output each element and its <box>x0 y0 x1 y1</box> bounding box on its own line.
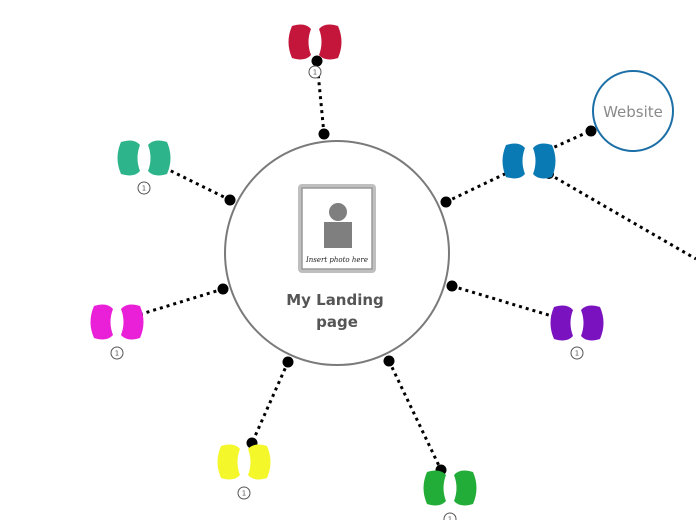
connector-red <box>315 61 326 135</box>
connection-dot[interactable] <box>446 280 458 292</box>
node-red[interactable] <box>288 24 342 60</box>
count-badge[interactable]: 1 <box>137 181 151 195</box>
connector-purple <box>451 284 556 319</box>
count-badge-label: 1 <box>242 490 246 498</box>
node-teal-right-wing[interactable] <box>148 140 171 176</box>
node-yellow-left-wing[interactable] <box>217 444 241 480</box>
connector-magenta <box>137 287 224 317</box>
count-badge-label: 1 <box>142 185 146 193</box>
node-yellow-right-wing[interactable] <box>248 444 271 480</box>
connection-dot[interactable] <box>217 283 229 295</box>
node-green-right-wing[interactable] <box>454 470 477 506</box>
connection-dots <box>133 55 597 476</box>
node-magenta[interactable] <box>90 304 144 340</box>
count-badges: 1 1 1 1 1 1 <box>110 65 584 520</box>
connector-green <box>387 360 443 471</box>
count-badge-label: 1 <box>575 350 579 358</box>
count-badge-label: 1 <box>448 516 452 520</box>
central-node[interactable]: Insert photo here My Landing page <box>224 140 450 366</box>
node-magenta-right-wing[interactable] <box>121 304 144 340</box>
node-green[interactable] <box>423 470 477 506</box>
node-green-left-wing[interactable] <box>423 470 447 506</box>
connector-teal <box>162 165 231 202</box>
node-purple[interactable] <box>550 305 604 341</box>
connector-yellow <box>250 361 290 444</box>
person-icon <box>324 203 352 248</box>
node-teal[interactable] <box>117 140 171 176</box>
connector-blue <box>445 169 512 204</box>
count-badge[interactable]: 1 <box>570 346 584 360</box>
count-badge-circle[interactable] <box>110 346 124 360</box>
photo-placeholder[interactable]: Insert photo here <box>298 184 376 273</box>
node-blue-right-wing[interactable] <box>533 143 556 179</box>
count-badge[interactable]: 1 <box>443 512 457 520</box>
node-purple-right-wing[interactable] <box>581 305 604 341</box>
connection-dot[interactable] <box>440 196 452 208</box>
website-node[interactable]: Website <box>592 70 674 152</box>
node-teal-left-wing[interactable] <box>117 140 141 176</box>
count-badge-circle[interactable] <box>137 181 151 195</box>
connector-offscreen <box>548 172 696 261</box>
satellite-nodes <box>90 24 604 506</box>
connection-dot[interactable] <box>311 55 323 67</box>
node-blue[interactable] <box>502 143 556 179</box>
count-badge[interactable]: 1 <box>110 346 124 360</box>
node-purple-left-wing[interactable] <box>550 305 574 341</box>
count-badge-label: 1 <box>115 350 119 358</box>
node-red-left-wing[interactable] <box>288 24 312 60</box>
central-node-title-line1: My Landing <box>286 291 384 309</box>
count-badge-label: 1 <box>313 69 317 77</box>
node-red-right-wing[interactable] <box>319 24 342 60</box>
connectors <box>137 61 696 471</box>
node-magenta-left-wing[interactable] <box>90 304 114 340</box>
count-badge-circle[interactable] <box>308 65 322 79</box>
count-badge[interactable]: 1 <box>308 65 322 79</box>
connection-dot[interactable] <box>282 356 294 368</box>
node-yellow[interactable] <box>217 444 271 480</box>
connection-dot[interactable] <box>585 125 597 137</box>
website-node-label: Website <box>603 103 663 121</box>
count-badge-circle[interactable] <box>443 512 457 520</box>
count-badge-circle[interactable] <box>237 486 251 500</box>
node-blue-left-wing[interactable] <box>502 143 526 179</box>
connection-dot[interactable] <box>318 128 330 140</box>
count-badge-circle[interactable] <box>570 346 584 360</box>
central-node-title-line2: page <box>316 313 358 331</box>
connection-dot[interactable] <box>383 355 395 367</box>
photo-caption: Insert photo here <box>305 256 368 264</box>
connector-website <box>547 129 591 152</box>
count-badge[interactable]: 1 <box>237 486 251 500</box>
connection-dot[interactable] <box>224 194 236 206</box>
